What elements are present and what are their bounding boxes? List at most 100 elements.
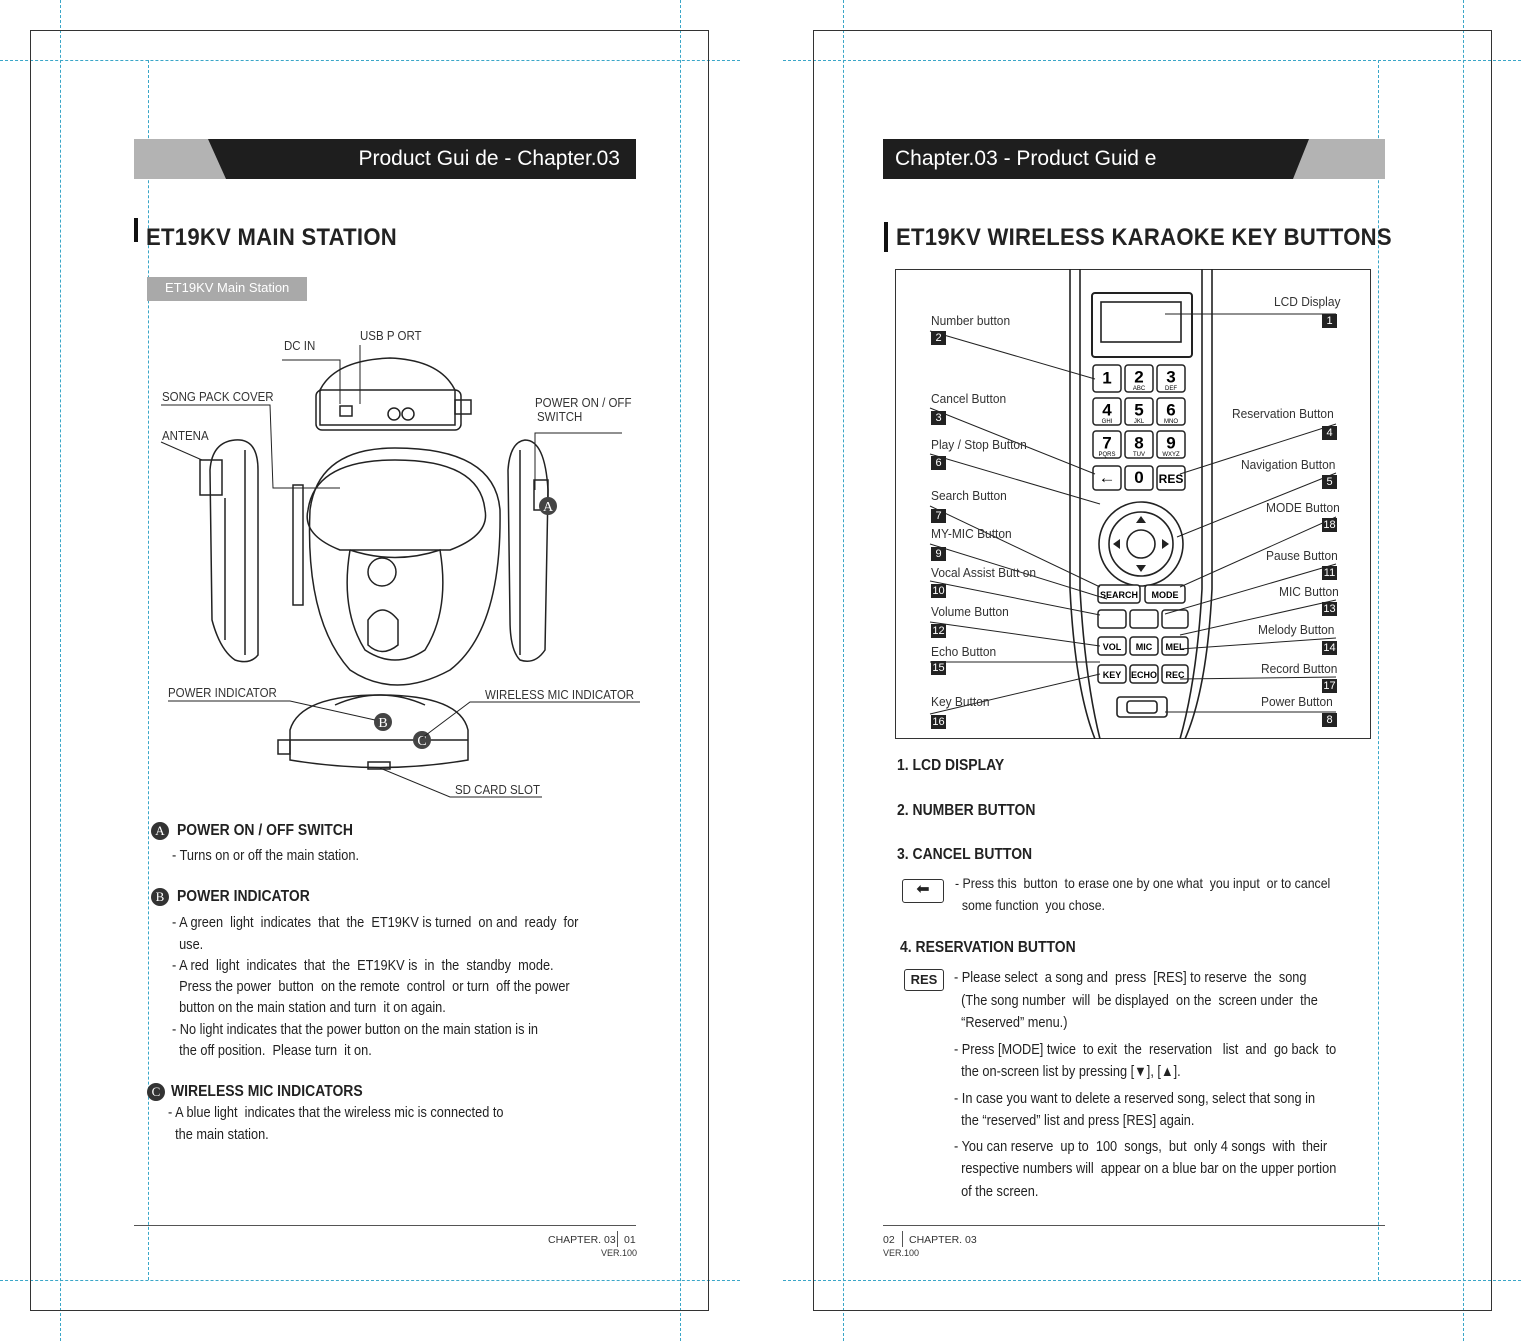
cancel-button-label: Cancel Button (931, 391, 1007, 406)
section-4-line: the on-screen list by pressing [▼], [▲]. (954, 1064, 1181, 1080)
main-station-tag-text: ET19KV Main Station (165, 280, 290, 295)
digit-key-0[interactable] (1124, 465, 1154, 491)
digit-key-0-label: 0 (1134, 468, 1143, 487)
left-page-title: ET19KV MAIN STATION (146, 224, 398, 251)
digit-key-2-label: 2 (1134, 368, 1143, 387)
digit-key-6[interactable] (1156, 397, 1186, 426)
digit-key-5-label: 5 (1134, 401, 1143, 420)
section-b-line: Press the power button on the remote con… (172, 979, 570, 995)
remote-diagram-frame (895, 269, 1371, 739)
mel-key[interactable] (1161, 636, 1189, 656)
digit-key-9[interactable] (1156, 430, 1186, 459)
volume-button-label: Volume Button (931, 604, 1009, 619)
section-b-line: button on the main station and turn it o… (172, 1000, 446, 1016)
cancel-key[interactable] (1092, 465, 1122, 491)
section-4-line: the “reserved” list and press [RES] agai… (954, 1113, 1195, 1129)
key-button-label: Key Button (931, 694, 990, 709)
right-header-text: Chapter.03 - Product Guid e (895, 147, 1157, 170)
callout-number: 12 (931, 624, 946, 638)
my-mic-key[interactable] (1097, 609, 1127, 629)
right-page-frame (813, 30, 1492, 1311)
left-header: Product Gui de - Chapter.03 (134, 139, 636, 179)
search-key[interactable] (1097, 584, 1141, 604)
section-4-line: “Reserved” menu.) (954, 1015, 1068, 1031)
callout-number: 15 (931, 661, 946, 675)
section-c-line: - A blue light indicates that the wirele… (168, 1105, 504, 1121)
melody-button-label: Melody Button (1258, 622, 1335, 637)
right-footer-version: VER.100 (883, 1248, 920, 1258)
callout-number: 1 (1322, 314, 1337, 328)
res-icon: RES (904, 969, 944, 991)
search-button-label: Search Button (931, 488, 1007, 503)
crop-mark (680, 0, 681, 1341)
digit-key-4-label: 4 (1102, 401, 1112, 420)
mic-button-label: MIC Button (1279, 584, 1339, 599)
section-2-heading: 2. NUMBER BUTTON (897, 802, 1036, 819)
right-footer-rule (883, 1225, 1385, 1226)
section-4-line: - You can reserve up to 100 songs, but o… (954, 1139, 1328, 1155)
marker-a: A (543, 500, 554, 515)
title-marker (134, 218, 138, 242)
mode-key[interactable] (1144, 584, 1186, 604)
section-4-line: - Press [MODE] twice to exit the reserva… (954, 1042, 1337, 1058)
digit-key-8-label: 8 (1134, 434, 1143, 453)
section-b-line: - A red light indicates that the ET19KV … (172, 958, 554, 974)
left-footer-version: VER.100 (601, 1248, 638, 1258)
digit-key-9-letters: WXYZ (1162, 452, 1180, 458)
cancel-icon: ⬅ (902, 879, 944, 903)
section-4-heading: 4. RESERVATION BUTTON (900, 939, 1076, 956)
mic-key[interactable] (1129, 636, 1159, 656)
section-4-line: - In case you want to delete a reserved … (954, 1091, 1316, 1107)
reservation-button-label: Reservation Button (1232, 406, 1334, 421)
section-a-badge: A (151, 822, 169, 840)
marker-c: C (417, 734, 426, 749)
digit-key-7-label: 7 (1102, 434, 1111, 453)
crop-mark (843, 0, 844, 1341)
res-key-label: RES (1159, 472, 1184, 486)
section-4-line: respective numbers will appear on a blue… (954, 1161, 1337, 1177)
mode-button-label: MODE Button (1266, 500, 1340, 515)
callout-number: 18 (1322, 518, 1337, 532)
sd-card-slot-label: SD CARD SLOT (455, 783, 540, 797)
callout-number: 3 (931, 411, 946, 425)
digit-key-3[interactable] (1156, 364, 1186, 393)
section-3-heading: 3. CANCEL BUTTON (897, 846, 1033, 863)
number-button-label: Number button (931, 313, 1011, 328)
mel-key-label: MEL (1166, 642, 1186, 652)
digit-key-3-letters: DEF (1165, 386, 1177, 392)
callout-number: 4 (1322, 426, 1337, 440)
callout-number: 6 (931, 456, 946, 470)
left-page-frame (30, 30, 709, 1311)
crop-mark (783, 1280, 1521, 1281)
section-b-line: - No light indicates that the power butt… (172, 1022, 538, 1038)
digit-key-7[interactable] (1092, 430, 1122, 459)
digit-key-8[interactable] (1124, 430, 1154, 459)
right-page-title: ET19KV WIRELESS KARAOKE KEY BUTTONS (896, 224, 1392, 251)
section-3-line: - Press this button to erase one by one … (955, 875, 1331, 891)
digit-key-5[interactable] (1124, 397, 1154, 426)
pause-key[interactable] (1161, 609, 1189, 629)
section-b-line: use. (172, 937, 204, 953)
left-footer-divider (617, 1231, 618, 1247)
digit-key-4[interactable] (1092, 397, 1122, 426)
section-b-line: - A green light indicates that the ET19K… (172, 915, 579, 931)
callout-number: 8 (1322, 713, 1337, 727)
digit-key-4-letters: GHI (1102, 419, 1113, 425)
vocal-assist-key[interactable] (1129, 609, 1159, 629)
digit-key-3-label: 3 (1166, 368, 1175, 387)
callout-number: 11 (1322, 566, 1337, 580)
section-1-heading: 1. LCD DISPLAY (897, 757, 1005, 774)
digit-key-2[interactable] (1124, 364, 1154, 393)
main-station-diagram: A B C (160, 345, 640, 798)
echo-key[interactable] (1129, 664, 1159, 684)
res-key[interactable] (1156, 465, 1186, 491)
lcd-display-label: LCD Display (1274, 294, 1341, 309)
digit-key-1-label: 1 (1102, 369, 1111, 388)
section-b-badge: B (151, 888, 169, 906)
power-switch-label-line2: SWITCH (537, 410, 583, 424)
digit-key-5-letters: JKL (1134, 419, 1145, 425)
section-c-heading: WIRELESS MIC INDICATORS (171, 1083, 363, 1100)
my-mic-button-label: MY-MIC Button (931, 526, 1012, 541)
left-footer-page: 01 (624, 1234, 636, 1246)
